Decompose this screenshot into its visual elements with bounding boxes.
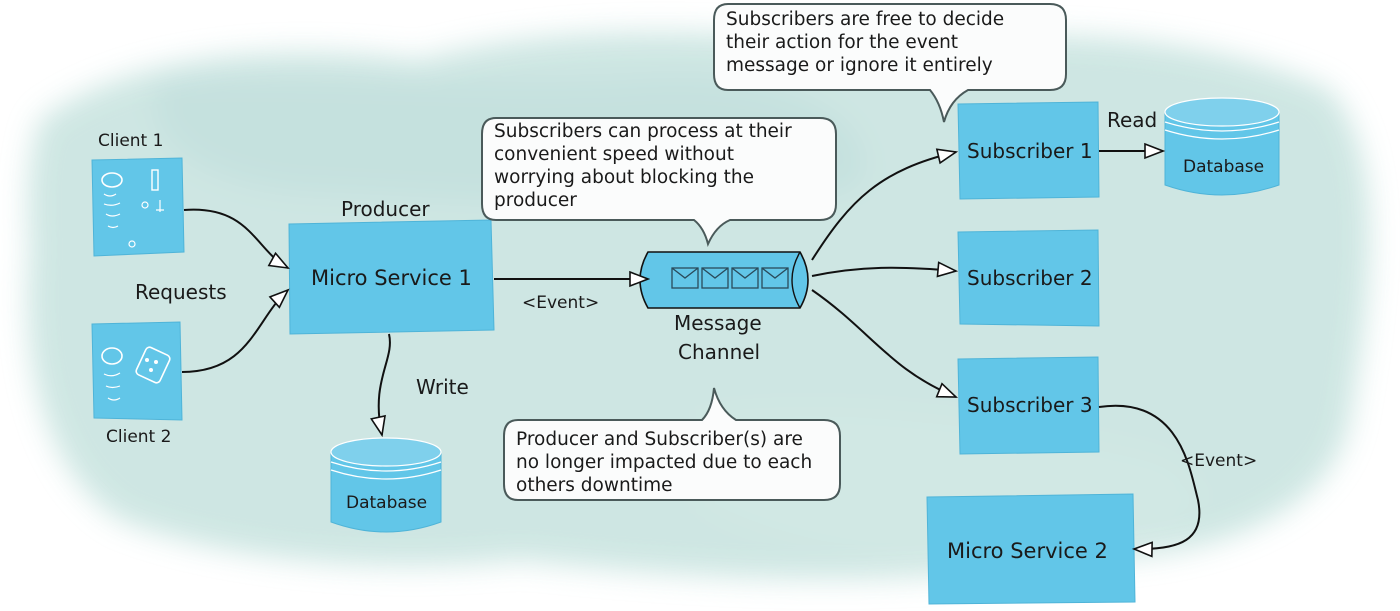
subscriber-db-icon — [1164, 97, 1280, 196]
callout-middle-text: Subscribers can process at their conveni… — [494, 120, 792, 212]
callout-bottom-line: Producer and Subscriber(s) are — [516, 429, 803, 450]
callout-bottom-text: Producer and Subscriber(s) are no longer… — [516, 428, 812, 497]
callout-top-text: Subscribers are free to decide their act… — [726, 8, 1004, 77]
arrow-ms1-to-db — [379, 333, 391, 435]
callout-middle-line: Subscribers can process at their — [494, 121, 792, 142]
event-label-2: <Event> — [1180, 451, 1258, 471]
arrow-channel-to-sub3 — [811, 289, 956, 398]
microservice-1-box — [288, 219, 495, 335]
arrow-client2-to-ms1 — [181, 290, 288, 373]
subscriber-3-label: Subscriber 3 — [967, 393, 1093, 417]
arrow-channel-to-sub2 — [811, 268, 956, 276]
channel-label-line2: Channel — [678, 340, 761, 364]
callout-top-line: Subscribers are free to decide — [726, 9, 1005, 30]
callout-bottom-line: no longer impacted due to each — [516, 452, 813, 473]
producer-database-icon — [330, 437, 442, 533]
microservice-1-label: Micro Service 1 — [311, 266, 472, 290]
write-label: Write — [416, 375, 469, 399]
event-label: <Event> — [522, 293, 600, 313]
client-2-card — [91, 321, 183, 421]
channel-label-line1: Message — [674, 311, 762, 335]
subscriber-database-label: Database — [1183, 157, 1265, 177]
callout-middle-line: convenient speed without — [494, 144, 734, 165]
microservice-2-label: Micro Service 2 — [947, 539, 1108, 563]
arrow-client1-to-ms1 — [183, 208, 288, 268]
arrow-channel-to-sub1 — [811, 152, 956, 261]
callout-middle-line: worrying about blocking the — [494, 167, 754, 188]
requests-label: Requests — [135, 280, 227, 304]
subscriber-2-box — [957, 229, 1100, 327]
callout-top-line: their action for the event — [726, 32, 959, 53]
subscriber-3-box — [957, 356, 1100, 455]
producer-database-label: Database — [346, 493, 428, 513]
connectors — [181, 151, 1201, 549]
client-1-card — [91, 157, 185, 257]
producer-title: Producer — [341, 197, 430, 221]
callout-top-bubble — [713, 3, 1067, 123]
message-channel-pipe — [639, 251, 809, 309]
client-2-label: Client 2 — [106, 427, 172, 447]
callout-middle-line: producer — [494, 190, 577, 211]
arrow-sub3-to-ms2 — [1098, 404, 1201, 549]
subscriber-1-box — [957, 101, 1100, 200]
callout-middle-bubble — [481, 117, 837, 248]
read-label: Read — [1107, 108, 1158, 132]
client-1-label: Client 1 — [98, 131, 164, 151]
callout-bottom-line: others downtime — [516, 475, 673, 496]
subscriber-2-label: Subscriber 2 — [967, 266, 1093, 290]
callout-bottom-bubble — [503, 387, 841, 501]
microservice-2-box — [926, 493, 1136, 605]
callout-top-line: message or ignore it entirely — [726, 55, 993, 76]
subscriber-1-label: Subscriber 1 — [967, 139, 1093, 163]
